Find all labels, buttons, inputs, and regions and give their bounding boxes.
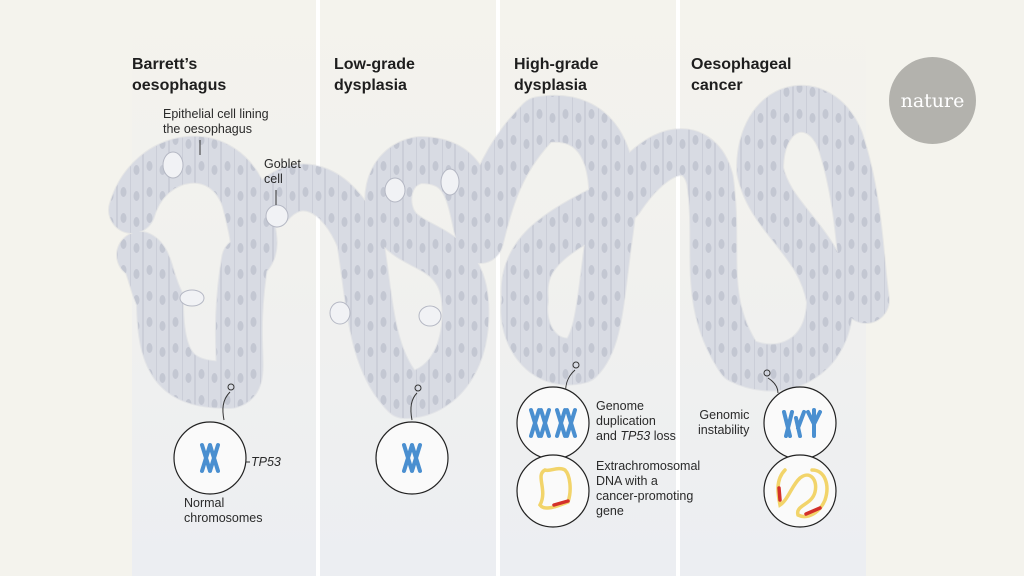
title-line: oesophagus bbox=[132, 77, 227, 94]
title-line: High-grade bbox=[514, 56, 599, 73]
chromosome-icon bbox=[200, 408, 822, 473]
title-line: Oesophageal bbox=[691, 56, 792, 73]
divider bbox=[496, 0, 500, 576]
nature-logo: nature bbox=[889, 57, 976, 144]
label-tp53: TP53 bbox=[251, 455, 281, 469]
tissue-outline bbox=[108, 84, 890, 419]
stage-title-barretts: Barrett’s oesophagus bbox=[132, 54, 226, 96]
title-line: dysplasia bbox=[514, 77, 587, 94]
title-line: cancer bbox=[691, 77, 743, 94]
stage-title-low-grade: Low-grade dysplasia bbox=[334, 54, 415, 96]
divider bbox=[316, 0, 320, 576]
inset-circles bbox=[173, 386, 837, 528]
ecdna-icon bbox=[537, 466, 829, 519]
stage-title-cancer: Oesophageal cancer bbox=[691, 54, 791, 96]
title-line: dysplasia bbox=[334, 77, 407, 94]
stage-title-high-grade: High-grade dysplasia bbox=[514, 54, 598, 96]
title-line: Low-grade bbox=[334, 56, 415, 73]
title-line: Barrett’s bbox=[132, 56, 198, 73]
goblet-cells bbox=[162, 151, 460, 327]
divider bbox=[676, 0, 680, 576]
